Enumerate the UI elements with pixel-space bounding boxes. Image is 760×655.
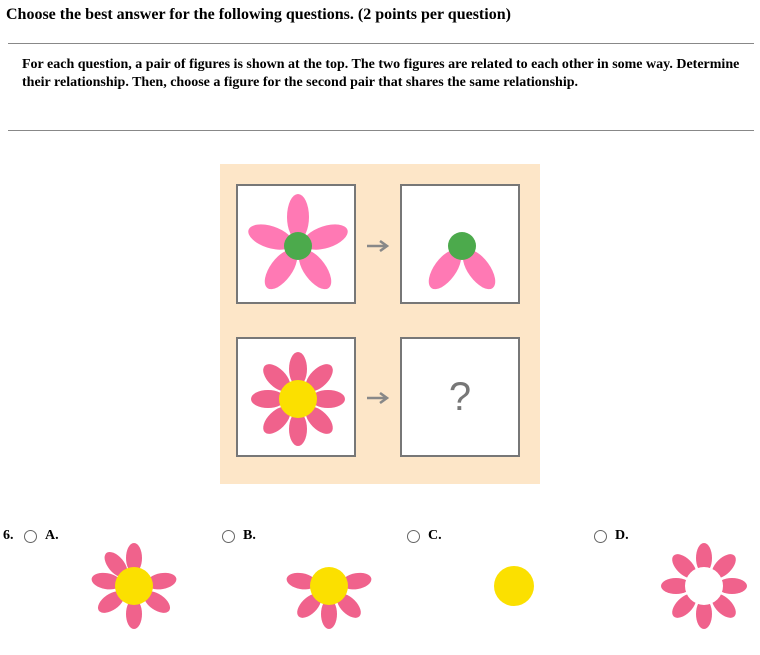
option-b-label: B. — [243, 528, 256, 543]
figure-1-flower — [248, 194, 348, 290]
question-mark: ? — [448, 374, 472, 419]
figure-1-box — [236, 184, 356, 304]
instructions-text: For each question, a pair of figures is … — [22, 57, 740, 90]
option-a-label: A. — [45, 528, 59, 543]
option-c-circle[interactable] — [470, 540, 560, 630]
puzzle-panel: ? — [220, 164, 540, 484]
option-b[interactable]: B. — [222, 528, 256, 544]
radio-option-d[interactable] — [594, 529, 607, 543]
option-d-flower[interactable] — [660, 540, 750, 630]
figure-4-box: ? — [400, 337, 520, 457]
option-a[interactable]: A. — [24, 528, 59, 544]
figure-2-flower — [428, 232, 496, 290]
page-title: Choose the best answer for the following… — [6, 6, 511, 23]
option-d-label: D. — [615, 528, 629, 543]
radio-option-b[interactable] — [222, 529, 235, 543]
option-b-flower[interactable] — [285, 540, 375, 630]
radio-option-c[interactable] — [407, 529, 420, 543]
figure-3-box — [236, 337, 356, 457]
option-a-flower[interactable] — [90, 540, 180, 630]
option-c-label: C. — [428, 528, 442, 543]
question-number: 6. — [3, 528, 14, 543]
radio-option-a[interactable] — [24, 529, 37, 543]
option-d[interactable]: D. — [594, 528, 629, 544]
arrow-right-icon — [367, 239, 390, 253]
figure-3-flower — [251, 352, 345, 446]
figure-2-box — [400, 184, 520, 304]
option-c[interactable]: C. — [407, 528, 442, 544]
arrow-right-icon — [367, 391, 390, 405]
divider-bottom — [8, 130, 754, 131]
divider-top — [8, 43, 754, 44]
